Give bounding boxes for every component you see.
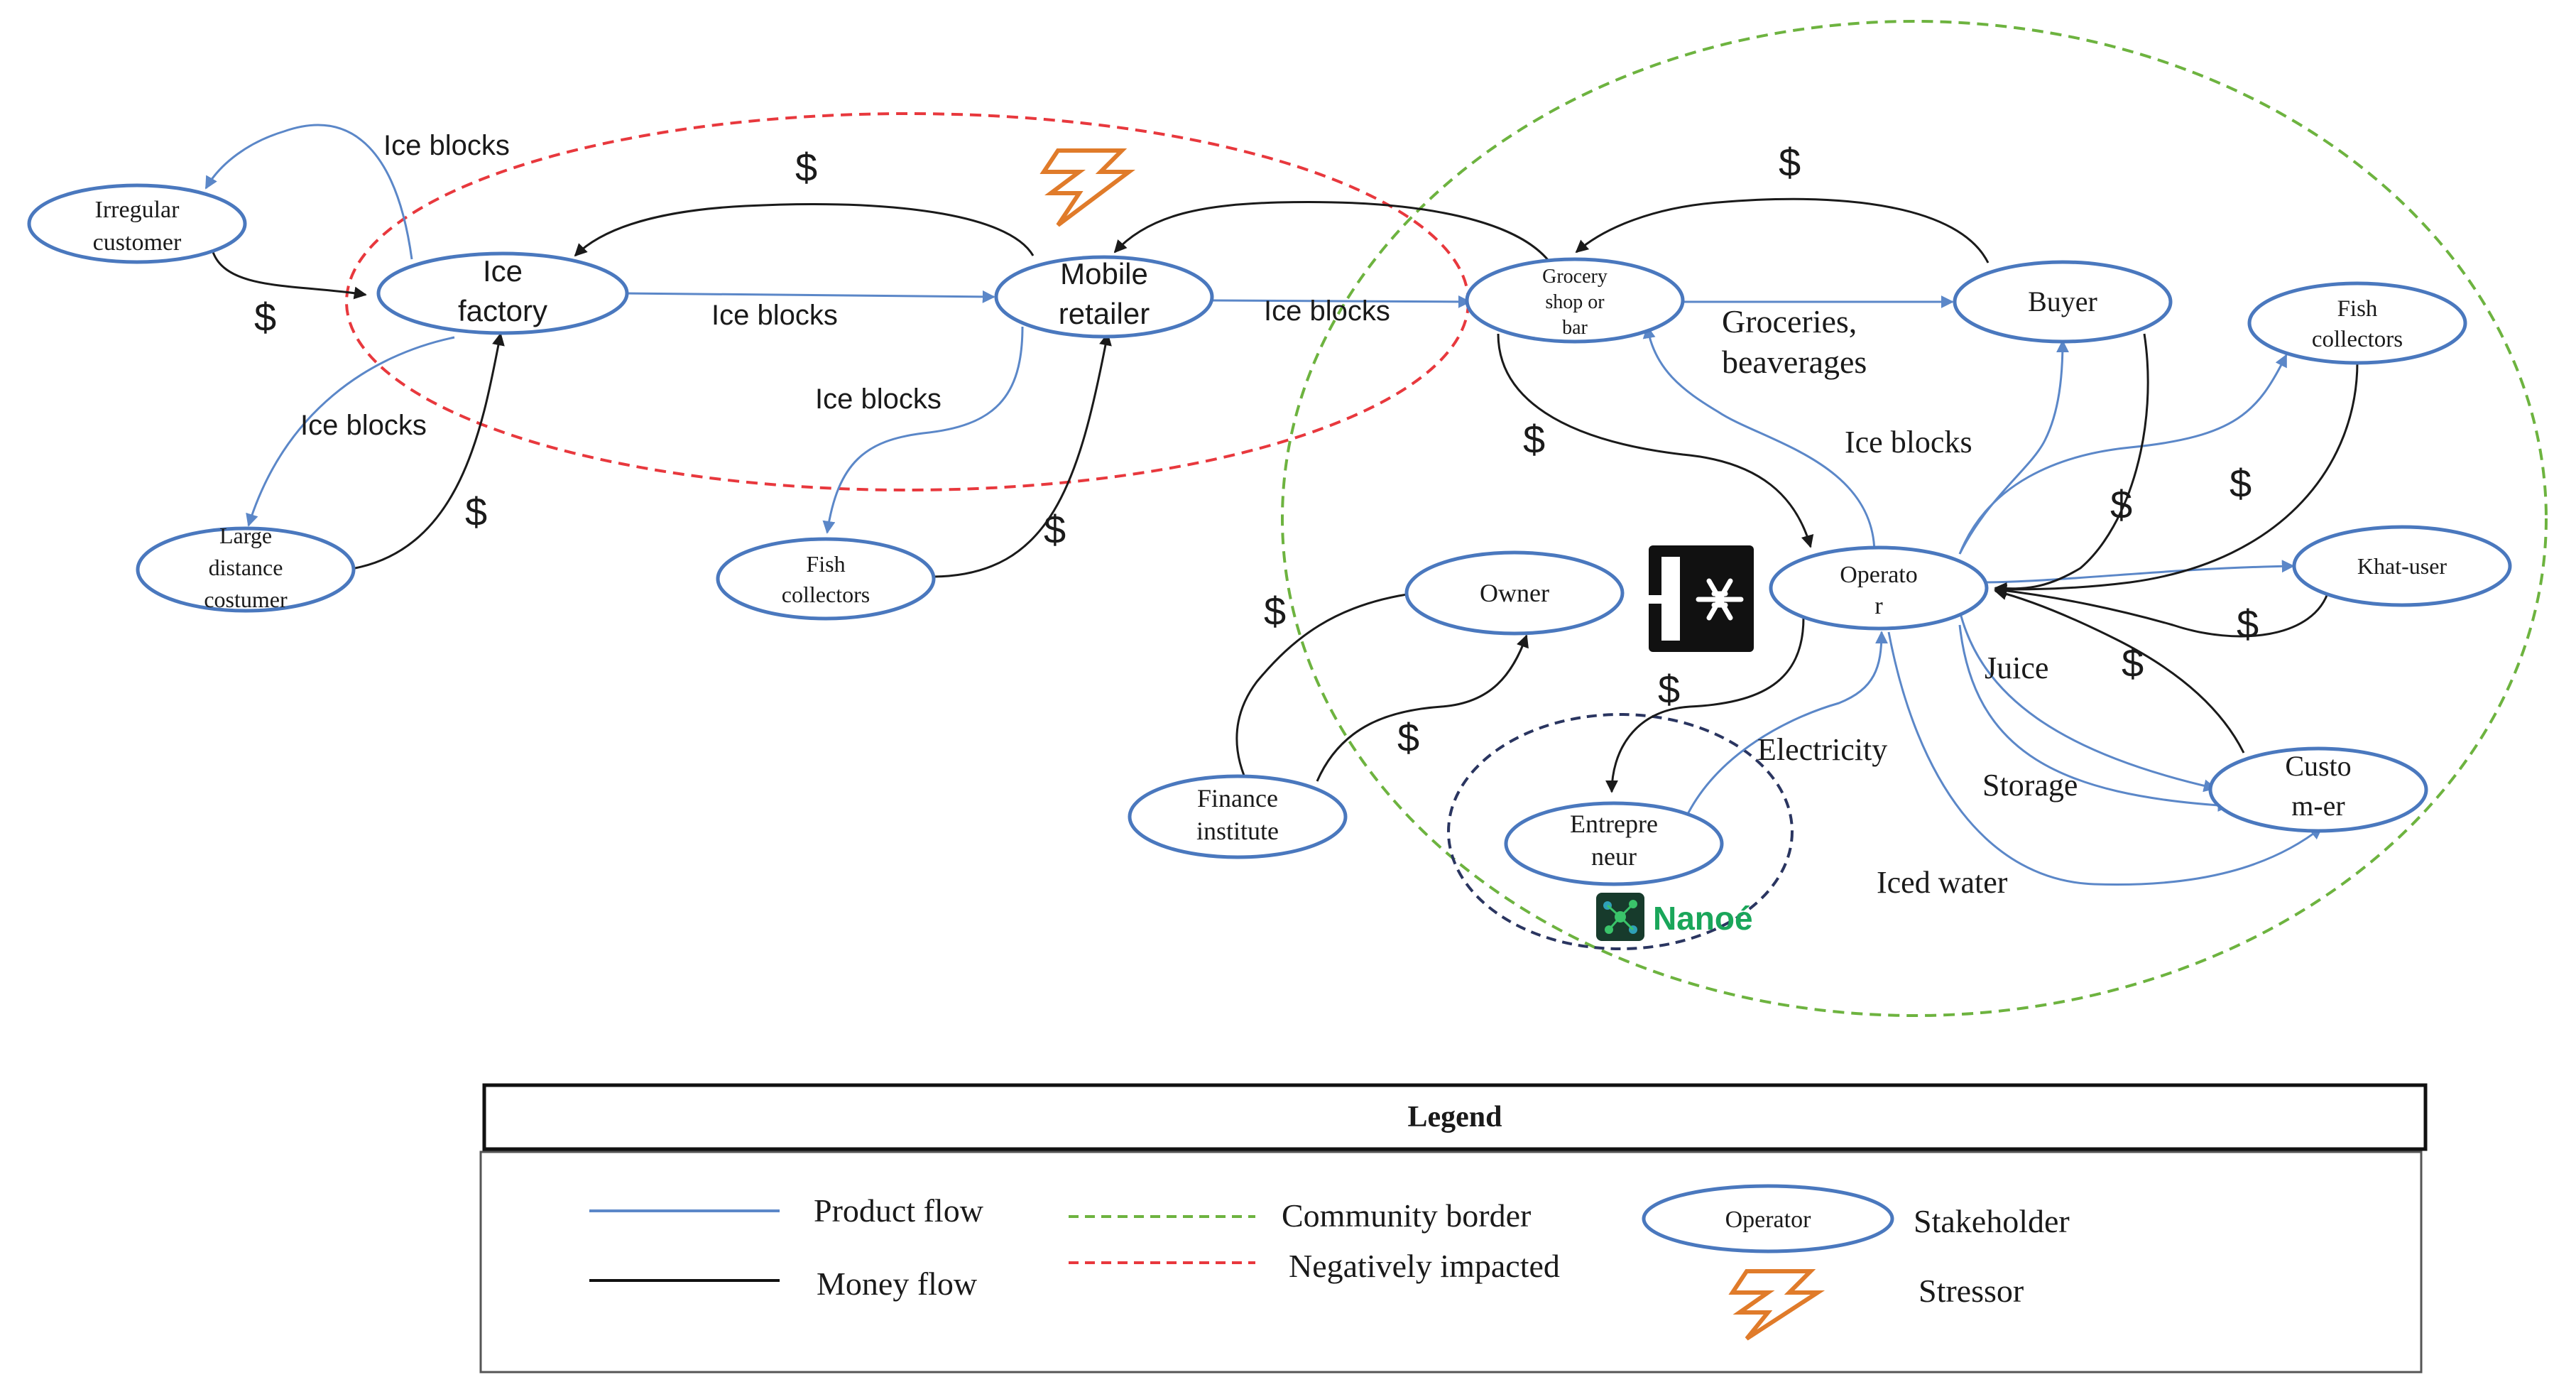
node-fish-collectors-left[interactable]: Fish collectors (716, 537, 936, 621)
fish-collectors-right-label-1: Fish (2337, 296, 2378, 322)
flow-label-juice: Juice (1985, 651, 2048, 685)
large-distance-label-2: distance (209, 555, 283, 580)
irregular-customer-label-1: Irregular (95, 197, 180, 223)
flow-label-beverages: beaverages (1722, 344, 1867, 380)
node-ice-factory[interactable]: Ice factory (376, 251, 629, 335)
node-operator[interactable]: Operato r (1769, 545, 1989, 631)
flow-label-iced-water: Iced water (1877, 865, 2008, 900)
legend-body-box (479, 1151, 2423, 1374)
finance-label-2: institute (1196, 817, 1279, 845)
flow-label-electricity: Electricity (1757, 732, 1887, 767)
grocery-label-3: bar (1562, 317, 1588, 339)
ice-factory-label-1: Ice (483, 254, 523, 288)
dollar-label: $ (1397, 715, 1419, 760)
dollar-label: $ (1044, 507, 1066, 552)
operator-label-1: Operato (1840, 562, 1918, 588)
flow-label-ice-blocks: Ice blocks (815, 384, 942, 415)
dollar-label: $ (1264, 589, 1286, 633)
product-flows (204, 124, 2323, 886)
legend: Legend Product flow Money flow Community… (479, 1083, 2428, 1374)
ice-factory-label-2: factory (458, 294, 547, 327)
node-buyer[interactable]: Buyer (1953, 260, 2173, 344)
flow-label-ice-blocks: Ice blocks (711, 300, 838, 331)
fish-collectors-right-label-2: collectors (2312, 327, 2403, 352)
node-khat-user[interactable]: Khat-user (2292, 525, 2512, 607)
node-fish-collectors-right[interactable]: Fish collectors (2247, 281, 2467, 365)
nanoe-logo-text: Nanoé (1653, 900, 1753, 937)
fish-collectors-left-label-2: collectors (782, 582, 870, 607)
flow-label-ice-blocks: Ice blocks (1845, 425, 1972, 459)
flow-label-ice-blocks: Ice blocks (300, 410, 427, 441)
money-flows (212, 197, 2359, 793)
lightning-stressor-icon (1039, 148, 1135, 227)
legend-title: Legend (1407, 1101, 1502, 1133)
dollar-label: $ (2237, 602, 2259, 646)
operator-label-2: r (1874, 593, 1883, 619)
large-distance-label-3: costumer (204, 587, 288, 612)
node-irregular-customer[interactable]: Irregular customer (27, 183, 247, 264)
node-customer[interactable]: Custo m-er (2208, 746, 2428, 833)
entrepreneur-label-2: neur (1591, 842, 1637, 871)
entrepreneur-label-1: Entrepre (1570, 810, 1658, 838)
flow-label-storage: Storage (1982, 768, 2078, 803)
grocery-label-1: Grocery (1542, 266, 1608, 288)
freezer-snowflake-icon (1649, 545, 1754, 652)
node-finance-institute[interactable]: Finance institute (1128, 774, 1348, 859)
mobile-retailer-label-2: retailer (1059, 297, 1150, 330)
node-large-distance-customer[interactable]: Large distance costumer (136, 523, 356, 613)
dollar-label: $ (795, 145, 817, 190)
community-border (1281, 20, 2548, 1017)
flow-labels: Ice blocks Ice blocks Ice blocks Ice blo… (300, 130, 2078, 900)
legend-stakeholder-label: Stakeholder (1914, 1203, 2070, 1239)
legend-stakeholder-ellipse (1642, 1184, 1894, 1253)
buyer-label: Buyer (2028, 285, 2097, 317)
legend-stressor-icon (1728, 1269, 1825, 1341)
legend-community-border-label: Community border (1282, 1197, 1531, 1234)
fish-collectors-left-label-1: Fish (806, 551, 845, 577)
khat-user-label: Khat-user (2357, 553, 2447, 579)
dollar-label: $ (254, 295, 276, 339)
irregular-customer-label-2: customer (93, 229, 182, 256)
dollar-label: $ (1779, 140, 1801, 185)
legend-product-flow-label: Product flow (814, 1192, 984, 1229)
mobile-retailer-label-1: Mobile (1060, 257, 1148, 290)
node-mobile-retailer[interactable]: Mobile retailer (994, 255, 1214, 339)
grocery-label-2: shop or (1545, 291, 1605, 313)
legend-money-flow-label: Money flow (817, 1266, 978, 1302)
dollar-label: $ (1658, 667, 1680, 712)
customer-label-2: m-er (2291, 790, 2345, 822)
dollar-label: $ (2230, 461, 2252, 506)
dollar-label: $ (1523, 417, 1545, 462)
legend-header-box (482, 1083, 2428, 1151)
legend-stressor-label: Stressor (1919, 1273, 2024, 1309)
node-owner[interactable]: Owner (1404, 550, 1625, 636)
dollar-label: $ (2122, 641, 2144, 685)
large-distance-label-1: Large (219, 523, 272, 548)
dollar-labels: $ $ $ $ $ $ $ $ $ $ $ $ $ (254, 140, 2259, 760)
flow-label-groceries: Groceries, (1722, 303, 1857, 339)
dollar-label: $ (2110, 482, 2132, 527)
flow-label-ice-blocks: Ice blocks (383, 130, 510, 161)
owner-label: Owner (1480, 579, 1549, 607)
node-entrepreneur[interactable]: Entrepre neur (1504, 801, 1724, 886)
dollar-label: $ (465, 489, 487, 534)
nanoe-logo: Nanoé (1596, 893, 1753, 941)
customer-label-1: Custo (2285, 750, 2351, 782)
node-grocery-shop[interactable]: Grocery shop or bar (1465, 257, 1685, 344)
flow-label-ice-blocks: Ice blocks (1264, 295, 1390, 327)
finance-label-1: Finance (1197, 784, 1278, 812)
entrepreneur-border (1447, 713, 1794, 950)
legend-negatively-impacted-label: Negatively impacted (1289, 1248, 1560, 1284)
legend-stakeholder-sample: Operator (1725, 1207, 1812, 1233)
